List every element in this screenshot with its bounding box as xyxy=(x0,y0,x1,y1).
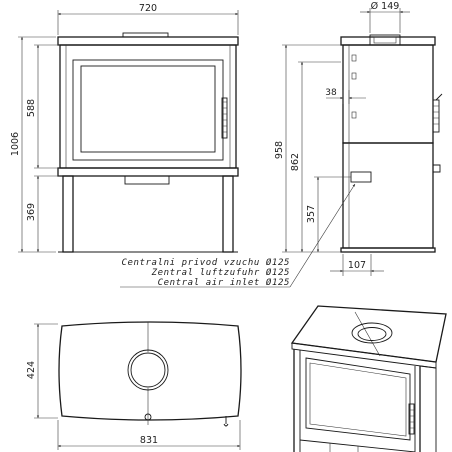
flue-diameter-label: Ø 149 xyxy=(371,1,400,12)
top-depth-label: 424 xyxy=(26,361,37,379)
front-body xyxy=(59,44,237,169)
side-top-plate xyxy=(340,36,436,46)
dim-top-depth: 424 xyxy=(26,323,58,419)
air-inlet-note-line1: Centralni privod vzuchu Ø125 xyxy=(121,257,290,268)
side-door-handle xyxy=(432,99,440,133)
front-top-plate xyxy=(57,36,239,46)
front-door-frame xyxy=(72,59,224,161)
dim-height-958: 958 xyxy=(274,44,341,253)
dim-height-862: 862 xyxy=(290,61,341,252)
air-inlet-note-line2: Zentral luftzufuhr Ø125 xyxy=(151,267,290,278)
top-flue-ring-inner xyxy=(130,352,166,388)
top-width-label: 831 xyxy=(140,435,158,446)
air-inlet-note: Centralni privod vzuchu Ø125 Zentral luf… xyxy=(121,257,290,288)
side-upper-body xyxy=(342,44,434,144)
front-door-handle xyxy=(221,97,228,139)
dim-flue-diameter: Ø 149 xyxy=(360,1,410,33)
dim-height-357: 357 xyxy=(306,176,351,252)
dim-offset-38: 38 xyxy=(325,88,366,104)
depth-107-label: 107 xyxy=(348,260,366,271)
side-lower-body xyxy=(342,142,434,249)
front-leg-left xyxy=(62,175,74,253)
front-base-plate xyxy=(57,167,239,177)
door-height-label: 588 xyxy=(26,99,37,117)
side-air-inlet xyxy=(350,171,372,183)
front-flue-collar xyxy=(122,32,169,38)
front-view xyxy=(57,32,239,253)
dim-leg-height: 369 xyxy=(26,175,60,252)
dim-front-width: 720 xyxy=(57,3,239,35)
front-width-label: 720 xyxy=(139,3,157,14)
iso-flue-ring xyxy=(351,322,393,344)
air-inlet-note-line3: Central air inlet Ø125 xyxy=(158,277,290,288)
iso-door-handle xyxy=(408,403,415,435)
dim-depth-107: 107 xyxy=(330,254,384,276)
dim-total-height: 1006 xyxy=(10,36,56,253)
height-862-label: 862 xyxy=(290,153,301,171)
leg-height-label: 369 xyxy=(26,203,37,221)
isometric-view xyxy=(290,305,447,452)
air-inlet-leader xyxy=(120,183,356,288)
front-air-control xyxy=(124,175,170,185)
dim-door-height: 588 xyxy=(26,44,60,169)
top-flue-ring-outer xyxy=(127,349,169,391)
top-plate-outline xyxy=(58,321,242,421)
iso-door-glass xyxy=(305,357,411,441)
height-958-label: 958 xyxy=(274,141,285,159)
side-view xyxy=(340,34,443,253)
front-leg-right xyxy=(222,175,234,253)
total-height-label: 1006 xyxy=(10,132,21,156)
top-handle-hook xyxy=(223,423,229,427)
offset-label: 38 xyxy=(325,88,337,98)
height-357-label: 357 xyxy=(306,205,317,223)
dim-top-width: 831 xyxy=(57,420,241,450)
side-base xyxy=(340,247,436,253)
front-door-glass xyxy=(80,65,216,153)
top-view xyxy=(58,321,242,427)
